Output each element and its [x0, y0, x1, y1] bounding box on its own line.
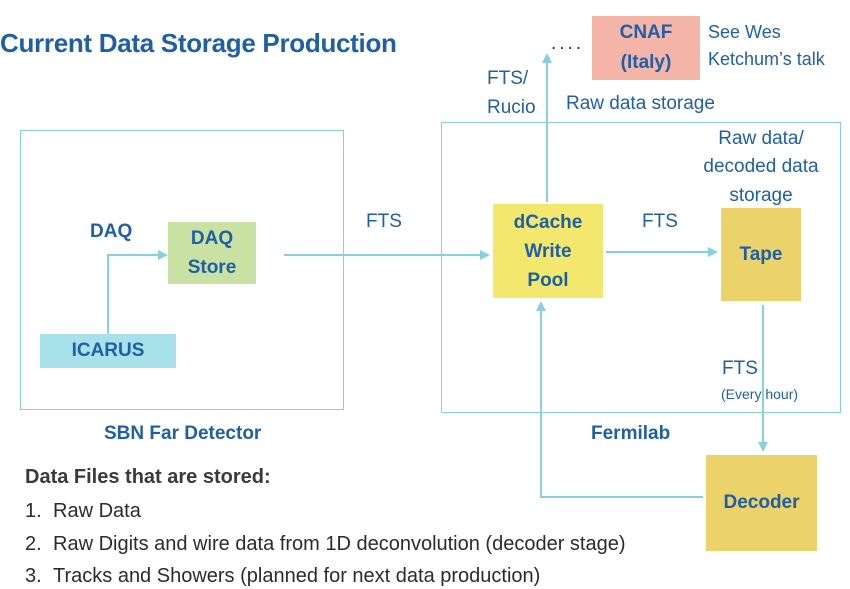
raw-decoded-line1: Raw data/ [718, 128, 804, 149]
list-item: 1. Raw Data [25, 500, 141, 523]
cnaf-box: CNAF (Italy) [592, 16, 700, 80]
list-item-text: Raw Digits and wire data from 1D deconvo… [53, 533, 626, 555]
see-wes-line2: Ketchum’s talk [708, 49, 825, 69]
arrow-icarus-to-daq-store [107, 250, 168, 334]
daq-store-box: DAQ Store [168, 222, 256, 284]
arrow-decoder-to-dcache [536, 301, 703, 498]
list-item: 3. Tracks and Showers (planned for next d… [25, 565, 540, 588]
dcache-line1: dCache [513, 211, 583, 233]
daq-label: DAQ [90, 221, 133, 242]
fermilab-region [441, 122, 841, 413]
sbn-far-detector-region [20, 130, 344, 410]
ellipsis-dots: .... [551, 33, 585, 54]
daq-store-line2: Store [187, 257, 237, 278]
fts-label-mid: FTS [642, 211, 678, 232]
raw-decoded-line3: storage [729, 185, 793, 206]
icarus-box: ICARUS [40, 334, 176, 368]
tape-box: Tape [721, 208, 801, 301]
decoder-label: Decoder [723, 492, 800, 513]
fermilab-caption: Fermilab [591, 423, 671, 444]
fts-label-left: FTS [366, 211, 402, 232]
page-title: Current Data Storage Production [0, 28, 397, 58]
list-item-number: 3. [25, 565, 42, 587]
decoder-box: Decoder [706, 455, 817, 551]
see-wes-line1: See Wes [708, 22, 781, 42]
daq-store-line1: DAQ [190, 228, 234, 249]
list-item-text: Tracks and Showers (planned for next dat… [53, 565, 541, 587]
raw-decoded-line2: decoded data [703, 156, 819, 177]
dcache-line2: Write [524, 240, 572, 262]
sbn-far-detector-caption: SBN Far Detector [104, 423, 262, 444]
fts-rucio-line1: FTS/ [487, 68, 529, 89]
raw-data-storage-label: Raw data storage [566, 93, 715, 114]
list-item-number: 1. [25, 500, 42, 522]
list-heading: Data Files that are stored: [25, 466, 271, 488]
icarus-label: ICARUS [71, 340, 145, 361]
cnaf-line1: CNAF [619, 22, 673, 43]
fts-hourly-label: FTS [722, 358, 758, 379]
list-item-number: 2. [25, 533, 42, 555]
tape-label: Tape [739, 243, 783, 265]
cnaf-line2: (Italy) [620, 52, 672, 73]
fts-rucio-line2: Rucio [487, 97, 536, 118]
dcache-write-pool-box: dCache Write Pool [493, 204, 603, 298]
every-hour-label: (Every hour) [721, 386, 799, 402]
list-item: 2. Raw Digits and wire data from 1D decon… [25, 533, 626, 556]
dcache-line3: Pool [527, 269, 569, 291]
list-item-text: Raw Data [53, 500, 141, 522]
